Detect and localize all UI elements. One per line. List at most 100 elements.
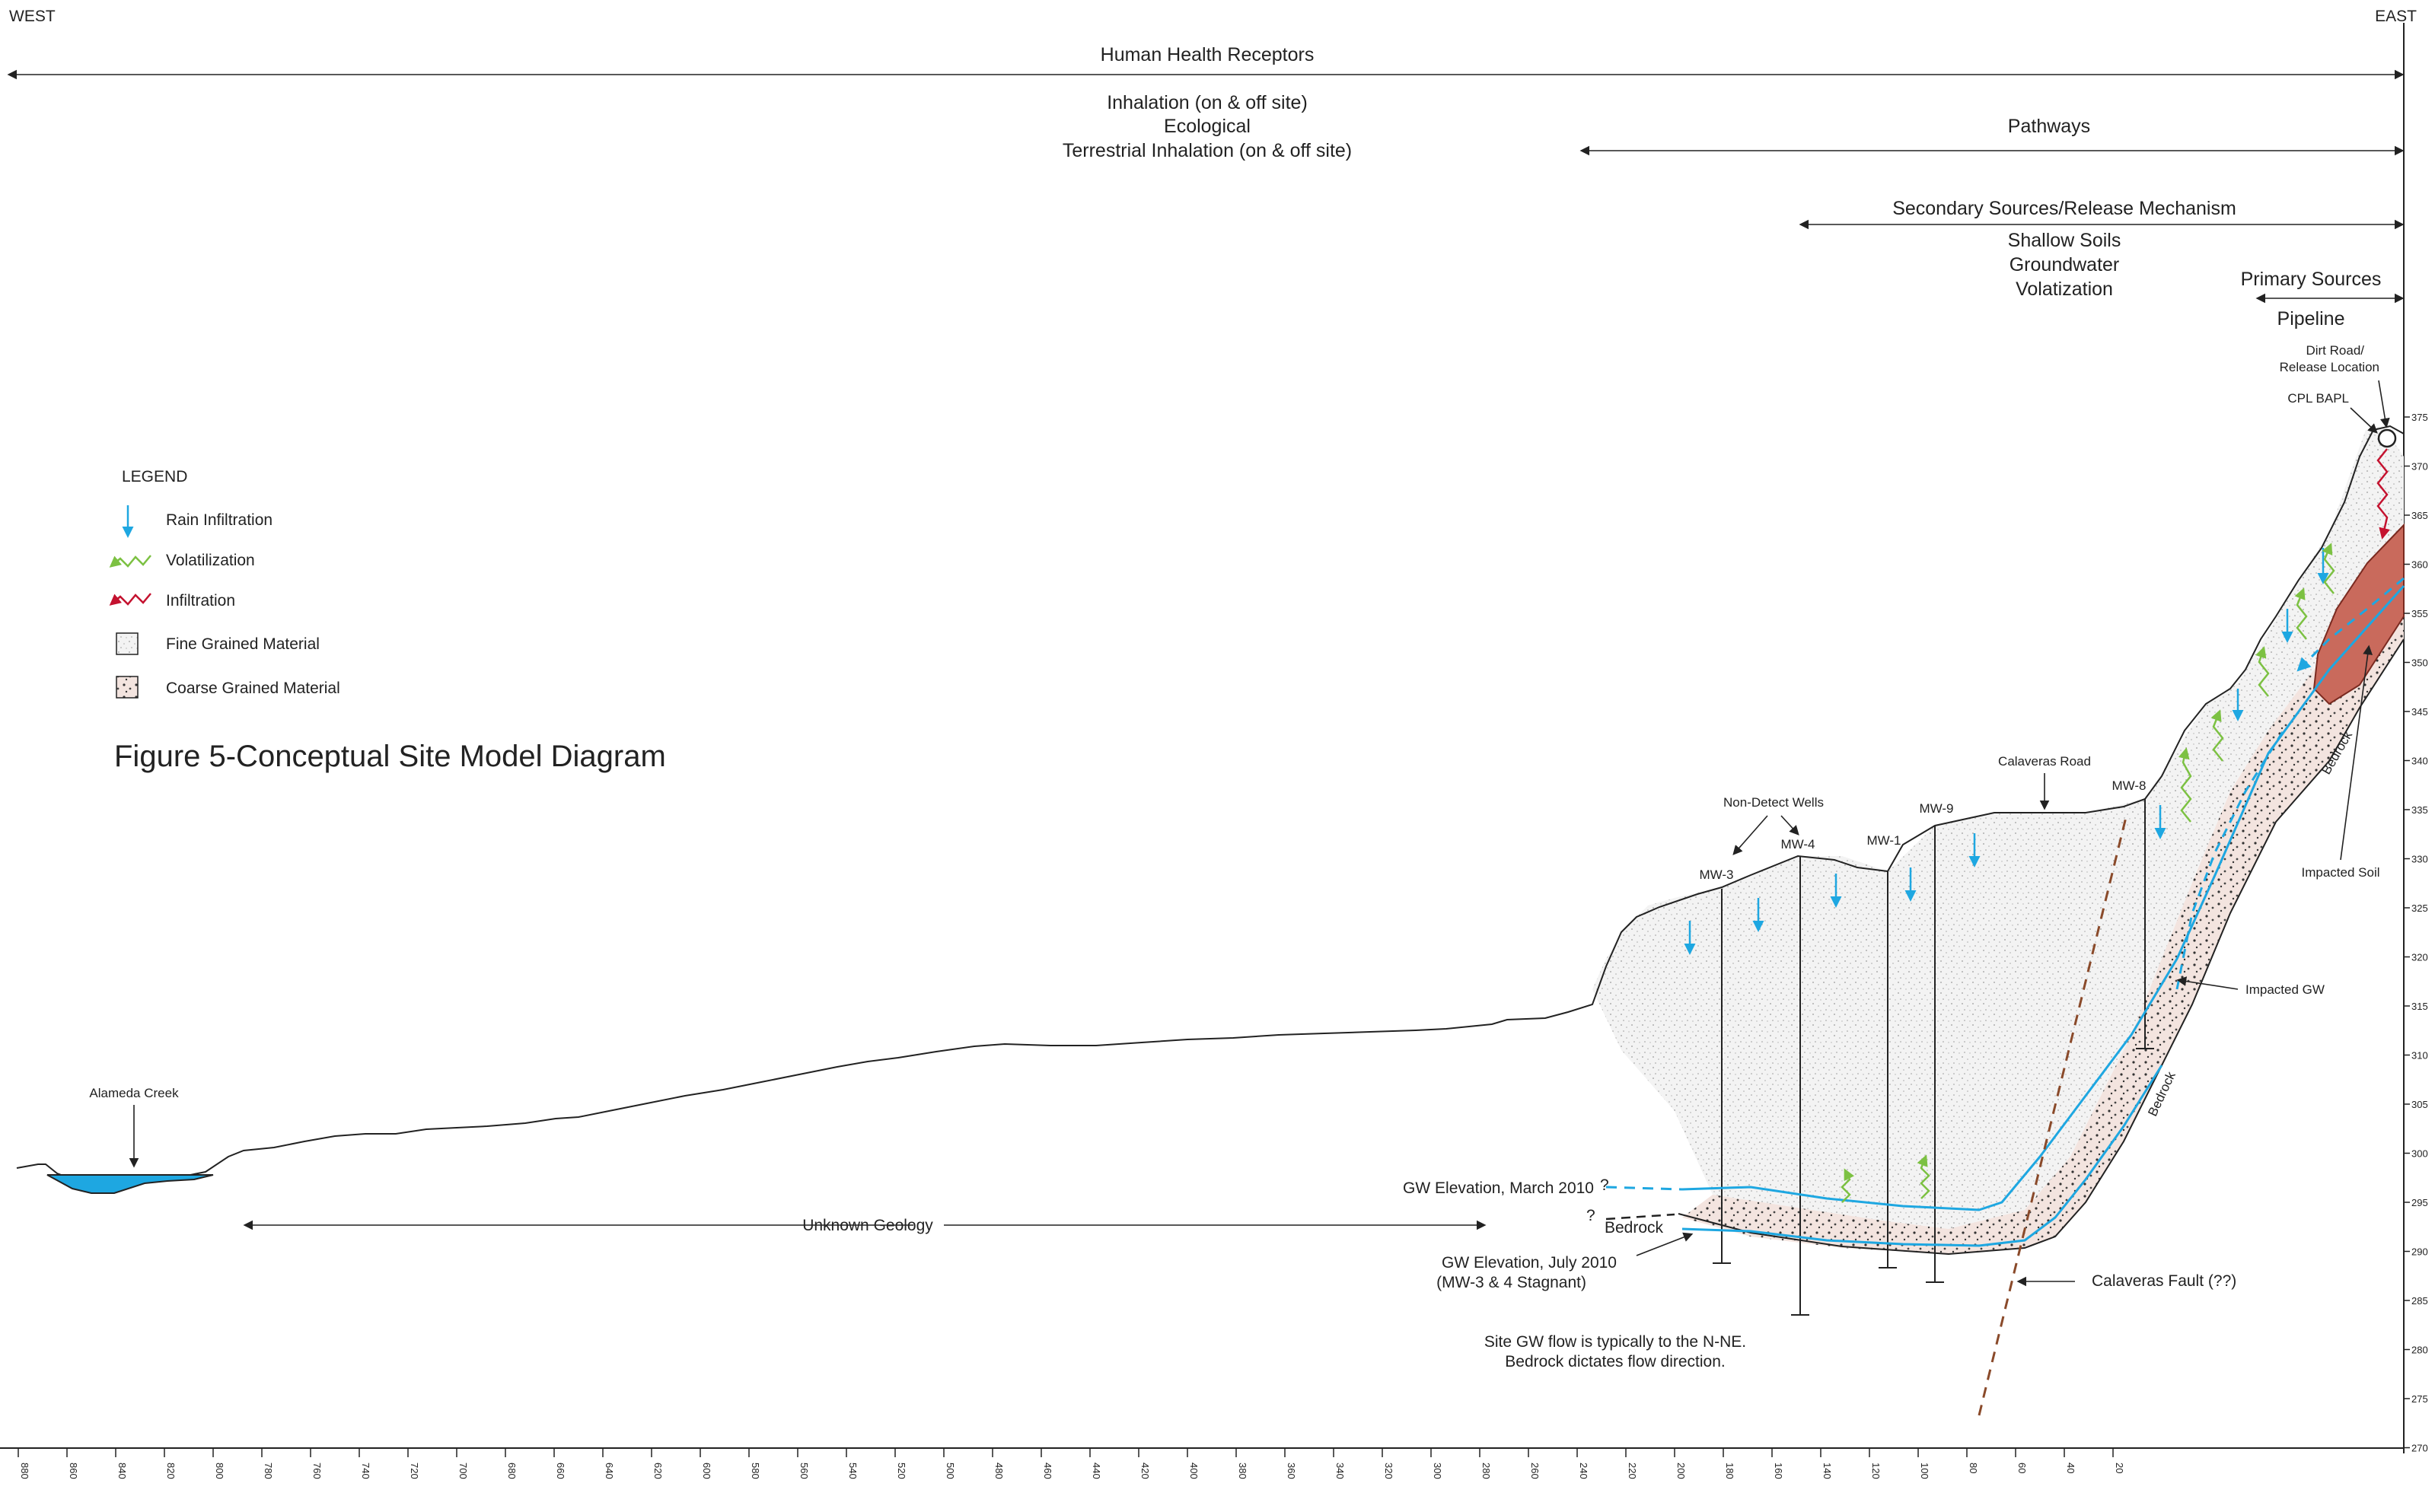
x-tick-label: 20	[2114, 1463, 2125, 1473]
x-tick-label: 460	[1042, 1463, 1053, 1479]
x-tick-label: 60	[2016, 1463, 2028, 1473]
impacted-soil-label: Impacted Soil	[2302, 865, 2380, 880]
legend-item-infiltration: Infiltration	[166, 592, 235, 610]
volatilization-icon	[2322, 543, 2335, 594]
x-tick-label: 380	[1237, 1463, 1248, 1479]
volatization-label: Volatization	[2016, 279, 2113, 300]
legend-item-rain: Rain Infiltration	[166, 511, 273, 529]
fine-grained-swatch	[116, 632, 139, 655]
east-label: EAST	[2375, 8, 2417, 25]
gw-flow-dashed-arrow	[2296, 577, 2405, 672]
shallow-soils-label: Shallow Soils	[2008, 230, 2121, 251]
x-tick-label: 560	[798, 1463, 810, 1479]
y-tick-label: 305	[2411, 1099, 2428, 1110]
y-tick-label: 335	[2411, 804, 2428, 816]
legend-item-fine: Fine Grained Material	[166, 635, 320, 653]
bedrock-label-left: Bedrock	[1605, 1219, 1664, 1237]
x-tick-label: 120	[1870, 1463, 1882, 1479]
ecological-label: Ecological	[1164, 116, 1251, 137]
y-tick-label: 295	[2411, 1197, 2428, 1208]
x-tick-label: 40	[2065, 1463, 2076, 1473]
well-label-mw-4: MW-4	[1780, 837, 1815, 851]
dirt-road-leader	[2378, 380, 2390, 428]
volatilization-icon	[2210, 709, 2224, 762]
x-tick-label: 420	[1139, 1463, 1151, 1479]
x-tick-label: 280	[1480, 1463, 1492, 1479]
calaveras-road-label: Calaveras Road	[1998, 754, 2091, 769]
cpl-bapl-label: CPL BAPL	[2287, 391, 2349, 406]
x-tick-label: 240	[1578, 1463, 1589, 1479]
y-tick-label: 290	[2411, 1246, 2428, 1258]
well-label-mw-8: MW-8	[2112, 778, 2146, 793]
legend-item-volatilization: Volatilization	[166, 552, 255, 569]
y-tick-label: 355	[2411, 608, 2428, 619]
x-tick-label: 80	[1968, 1463, 1979, 1473]
volatilization-icon	[109, 555, 151, 568]
x-tick-label: 820	[165, 1463, 177, 1479]
primary-sources-label: Primary Sources	[2241, 269, 2382, 290]
pipeline-release-circle	[2377, 428, 2397, 448]
site-flow-label-2: Bedrock dictates flow direction.	[1505, 1353, 1725, 1370]
volatilization-arrows	[1841, 543, 2335, 1203]
x-tick-label: 740	[360, 1463, 371, 1479]
non-detect-leader-2	[1780, 815, 1799, 836]
wells: MW-3 MW-4 MW-1 MW-9 MW-8	[1699, 778, 2154, 1316]
y-tick-label: 310	[2411, 1050, 2428, 1062]
x-tick-label: 880	[19, 1463, 30, 1479]
y-tick-label: 280	[2411, 1345, 2428, 1356]
x-tick-label: 800	[214, 1463, 225, 1479]
y-tick-label: 345	[2411, 706, 2428, 718]
gw-march-2010-line	[1681, 585, 2405, 1211]
fine-grained-material-area	[1592, 426, 2404, 1229]
x-tick-label: 520	[896, 1463, 907, 1479]
volatilization-icon	[1841, 1168, 1855, 1203]
infiltration-icon	[2376, 448, 2391, 540]
unknown-geology-label: Unknown Geology	[802, 1217, 933, 1234]
y-tick-label: 360	[2411, 559, 2428, 571]
volatilization-icon	[1917, 1154, 1930, 1199]
well-label-mw-9: MW-9	[1919, 801, 1953, 816]
figure-title: Figure 5-Conceptual Site Model Diagram	[114, 740, 666, 773]
alameda-creek-label: Alameda Creek	[89, 1086, 179, 1100]
ground-surface-line	[16, 425, 2405, 1189]
y-tick-label: 320	[2411, 952, 2428, 963]
impacted-gw-label: Impacted GW	[2245, 982, 2325, 997]
y-tick-label: 270	[2411, 1443, 2428, 1454]
pathways-label: Pathways	[2008, 116, 2090, 137]
gw-flow-dashed-arrow	[2175, 730, 2285, 990]
volatilization-icon	[2255, 646, 2270, 697]
x-tick-label: 580	[750, 1463, 761, 1479]
x-tick-label: 660	[555, 1463, 566, 1479]
site-flow-label-1: Site GW flow is typically to the N-NE.	[1484, 1333, 1746, 1351]
x-tick-label: 220	[1627, 1463, 1638, 1479]
x-tick-label: 480	[993, 1463, 1005, 1479]
gw-july-label-2: (MW-3 & 4 Stagnant)	[1436, 1274, 1586, 1291]
gw-march-2010-dashed	[1605, 1186, 1683, 1191]
gw-july-label-1: GW Elevation, July 2010	[1442, 1254, 1617, 1272]
x-tick-label: 160	[1773, 1463, 1784, 1479]
legend-item-coarse: Coarse Grained Material	[166, 680, 340, 697]
calaveras-fault-line	[1978, 813, 2128, 1416]
calaveras-fault-label: Calaveras Fault (??)	[2092, 1272, 2236, 1290]
x-tick-label: 860	[68, 1463, 79, 1479]
terrestrial-inhalation-label: Terrestrial Inhalation (on & off site)	[1063, 140, 1352, 161]
x-tick-label: 780	[263, 1463, 274, 1479]
x-tick-label: 400	[1188, 1463, 1200, 1479]
y-tick-label: 370	[2411, 461, 2428, 473]
y-tick-label: 350	[2411, 657, 2428, 669]
y-tick-label: 365	[2411, 510, 2428, 521]
x-tick-label: 640	[604, 1463, 615, 1479]
well-label-mw-1: MW-1	[1866, 833, 1901, 848]
gw-july-2010-line	[1681, 1065, 2163, 1247]
groundwater-label: Groundwater	[2010, 254, 2120, 275]
y-tick-label: 375	[2411, 412, 2428, 423]
x-tick-label: 500	[945, 1463, 956, 1479]
pipeline-label: Pipeline	[2277, 308, 2345, 329]
x-tick-label: 180	[1724, 1463, 1735, 1479]
gw-march-label: GW Elevation, March 2010	[1403, 1179, 1594, 1197]
dirt-road-label-1: Dirt Road/	[2306, 343, 2364, 358]
well-label-mw-3: MW-3	[1699, 867, 1733, 882]
x-tick-label: 260	[1529, 1463, 1541, 1479]
volatilization-icon	[2178, 747, 2192, 823]
